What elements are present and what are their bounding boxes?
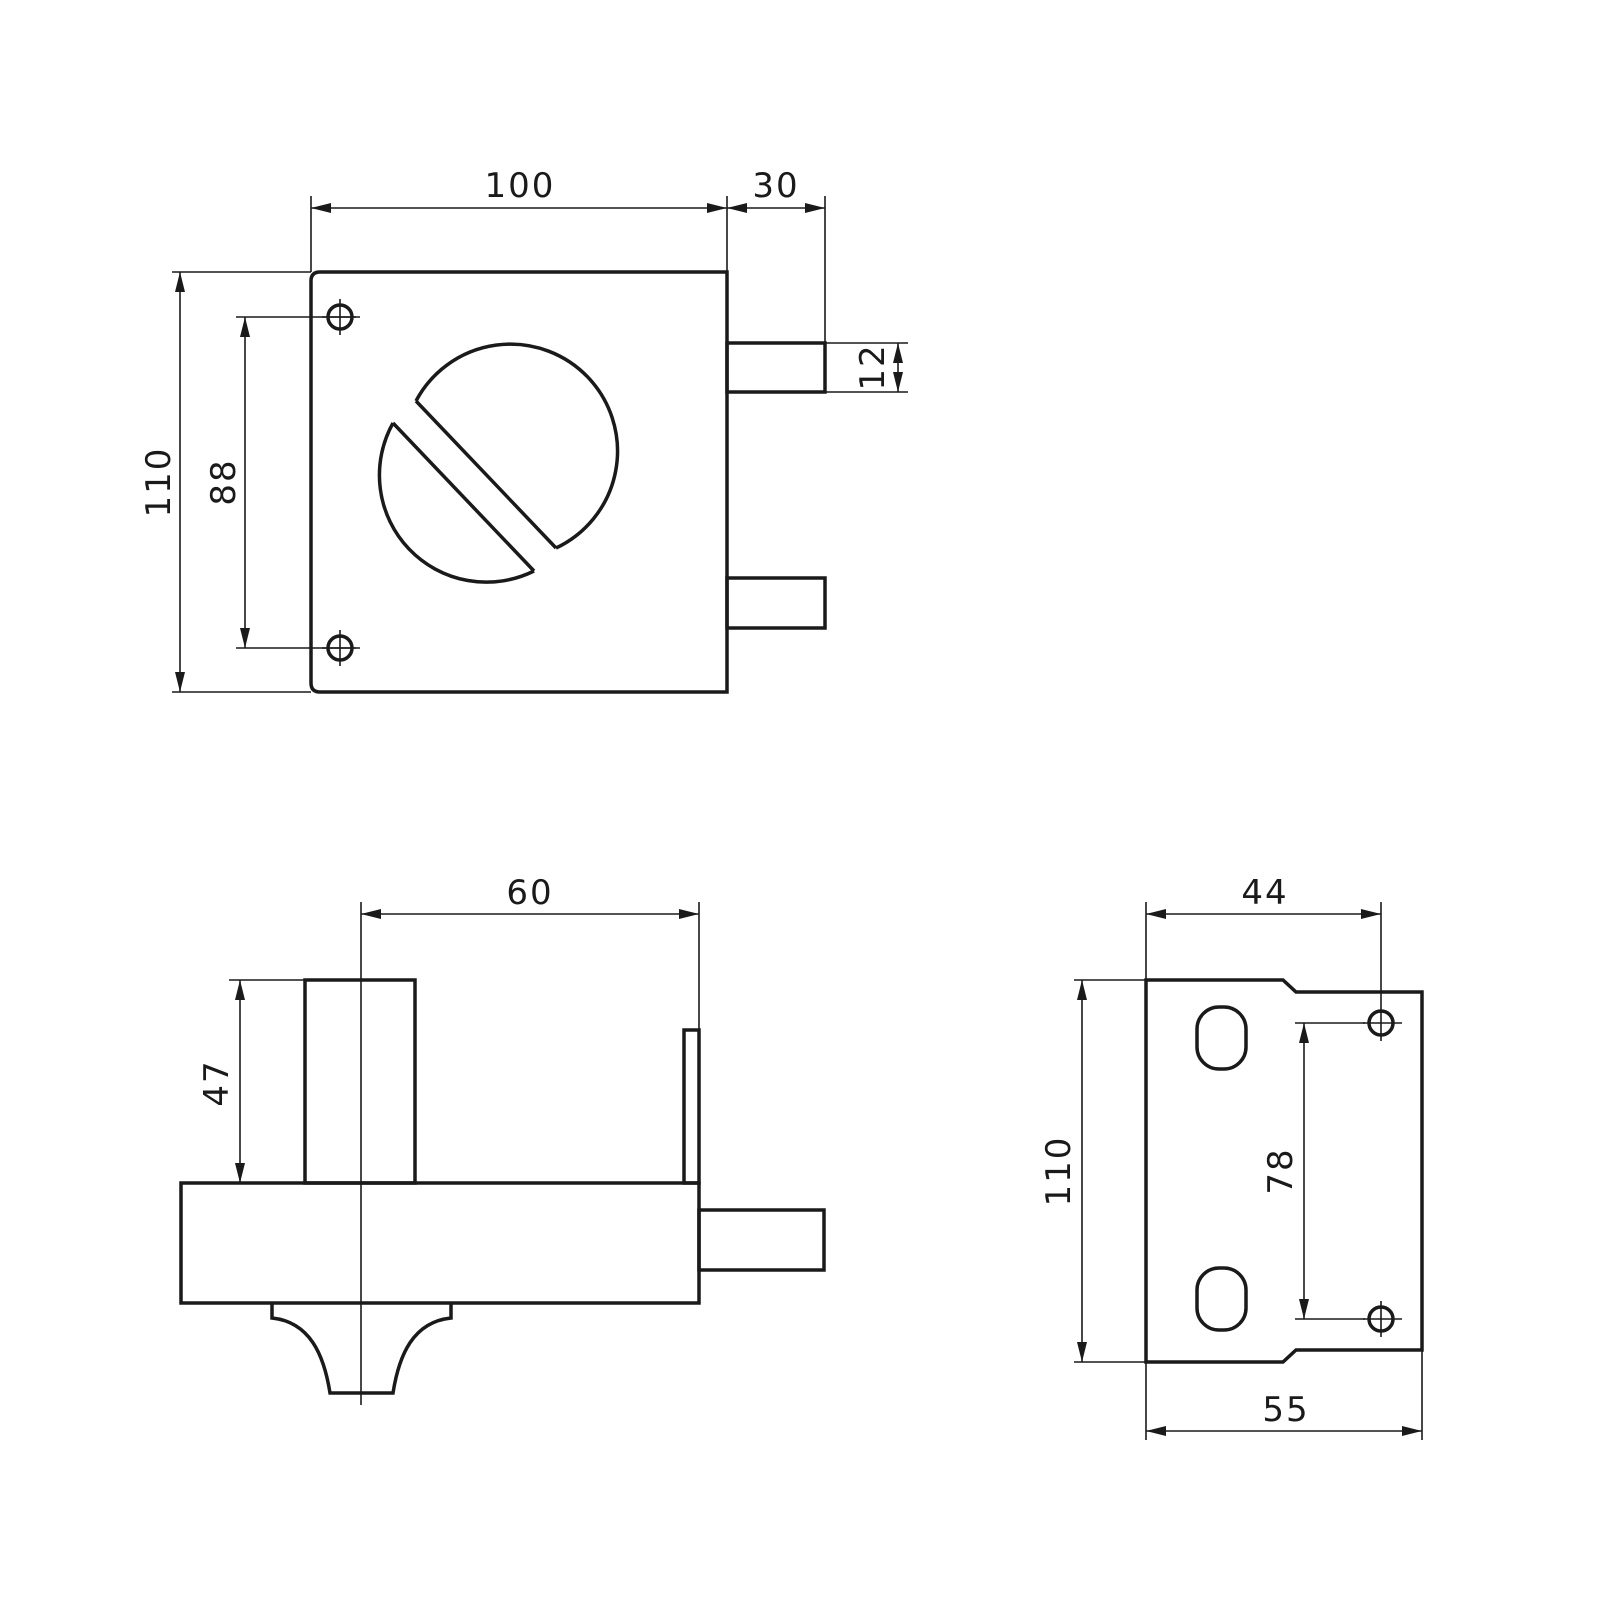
- label-screw-spacing: 88: [204, 458, 244, 505]
- lock-body-outline: [309, 270, 729, 694]
- strike-screw-hole-top: [1363, 1005, 1402, 1041]
- strike-plate-view: 44 110 78 55: [1039, 873, 1424, 1440]
- side-bolt: [697, 1208, 826, 1272]
- front-plate-edge: [682, 1028, 701, 1185]
- upper-bolt: [725, 341, 827, 394]
- label-bolt-projection: 30: [752, 166, 799, 206]
- lock-body-side: [179, 1181, 701, 1305]
- label-side-depth: 60: [506, 873, 553, 913]
- slot-hole-top: [1195, 1005, 1248, 1071]
- label-bolt-height: 12: [853, 343, 893, 390]
- slot-hole-bottom: [1195, 1266, 1248, 1332]
- label-strike-width: 55: [1262, 1390, 1309, 1430]
- lower-bolt: [725, 576, 827, 630]
- label-strike-hole-span: 44: [1241, 873, 1288, 913]
- label-front-width: 100: [485, 166, 556, 206]
- label-cylinder-height: 47: [197, 1059, 237, 1106]
- side-view: 60 47: [179, 873, 826, 1405]
- label-strike-screw-spacing: 78: [1261, 1147, 1301, 1194]
- cylinder-housing: [303, 978, 417, 1185]
- strike-screw-hole-bottom: [1363, 1301, 1402, 1337]
- front-view: 100 30 110 88 12: [139, 166, 908, 694]
- label-strike-height: 110: [1039, 1136, 1079, 1207]
- label-front-height: 110: [139, 447, 179, 518]
- thumb-turn-knob: [377, 342, 620, 584]
